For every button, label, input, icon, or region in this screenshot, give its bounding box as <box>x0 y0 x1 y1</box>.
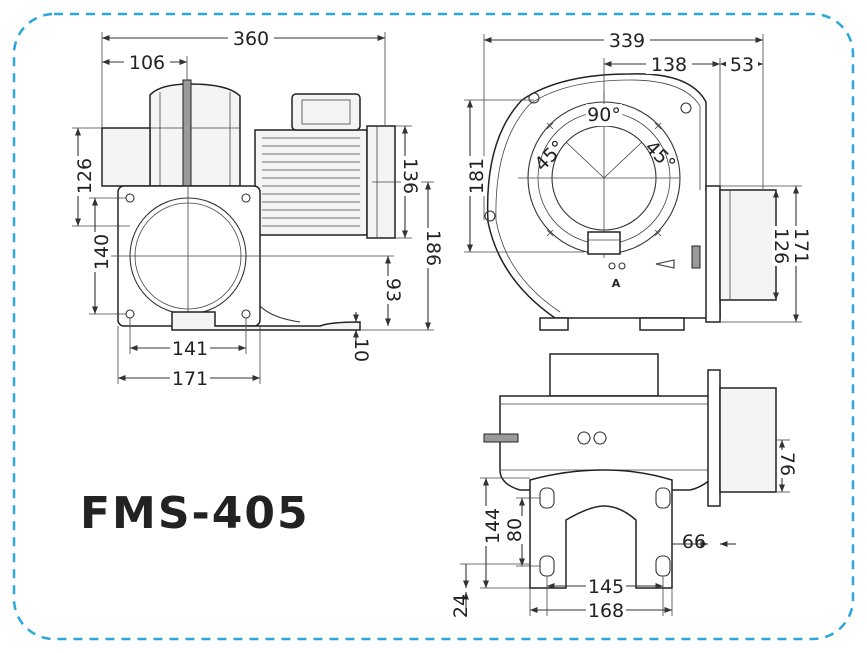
dim-186: 186 <box>422 230 444 266</box>
dim-339: 339 <box>609 30 645 52</box>
model-name: FMS-405 <box>80 488 310 539</box>
arrow-label-a: A <box>612 277 621 290</box>
dim-126-front: 126 <box>74 158 96 194</box>
dim-126-side: 126 <box>770 228 792 264</box>
dim-10: 10 <box>350 338 372 362</box>
dim-80: 80 <box>504 518 526 542</box>
dim-136: 136 <box>399 158 421 194</box>
dim-181: 181 <box>466 158 488 194</box>
side-view: A 339 138 53 181 <box>464 30 812 331</box>
motor-fins <box>262 137 360 227</box>
dashed-border <box>12 12 855 641</box>
dim-24: 24 <box>450 594 472 618</box>
dim-171-side: 171 <box>790 228 812 264</box>
dim-141: 141 <box>172 338 208 360</box>
dim-144: 144 <box>482 508 504 544</box>
dim-138: 138 <box>651 54 687 76</box>
dim-53: 53 <box>730 54 754 76</box>
dim-106: 106 <box>129 52 165 74</box>
dim-360: 360 <box>233 28 269 50</box>
dim-76: 76 <box>776 452 798 476</box>
dim-168: 168 <box>588 600 624 622</box>
dim-145: 145 <box>588 576 624 598</box>
angle-90: 90° <box>587 104 621 126</box>
dim-66: 66 <box>682 531 706 553</box>
bottom-view: 144 80 24 76 66 145 168 <box>450 353 798 622</box>
dim-171-front: 171 <box>172 368 208 390</box>
dim-93: 93 <box>382 278 404 302</box>
dim-140: 140 <box>91 234 113 270</box>
front-view: 360 106 126 140 136 186 93 10 141 171 <box>72 28 444 390</box>
